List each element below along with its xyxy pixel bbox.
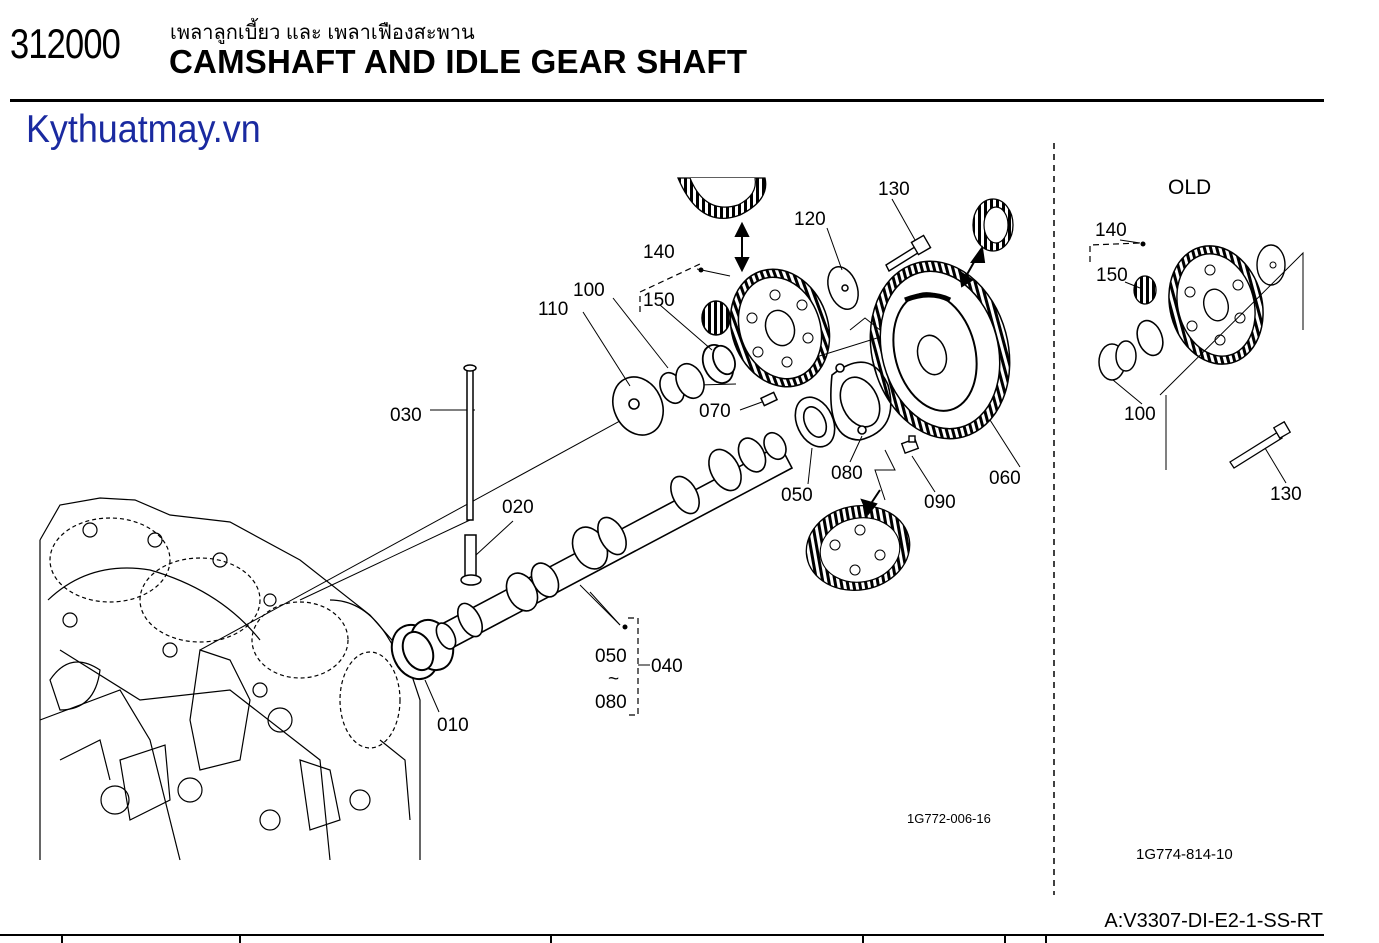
callout-150: 150 (643, 290, 675, 311)
injection-gear-partial (972, 198, 1014, 252)
leader-lines (424, 198, 1021, 713)
old-callout-100: 100 (1124, 404, 1156, 425)
callout-050: 050 (781, 485, 813, 506)
thrust-plate (612, 376, 664, 436)
idle-gear (729, 268, 831, 388)
small-gear (701, 300, 731, 336)
group-bracket-040 (628, 617, 639, 716)
push-rod (460, 364, 482, 586)
gear-bolt (900, 435, 920, 454)
section-number: 312000 (10, 20, 121, 67)
old-assembly (1089, 239, 1304, 484)
callout-010: 010 (437, 715, 469, 736)
callout-060: 060 (989, 468, 1021, 489)
lower-gear-partial (805, 505, 911, 591)
callout-090: 090 (924, 492, 956, 513)
page-title: CAMSHAFT AND IDLE GEAR SHAFT (169, 43, 748, 80)
old-callout-130: 130 (1270, 484, 1302, 505)
ball-bearing (794, 396, 836, 448)
stopper-plate (830, 361, 892, 441)
old-callout-140: 140 (1095, 220, 1127, 241)
camshaft-bushing (390, 618, 455, 681)
ref-main: 1G772-006-16 (907, 811, 991, 826)
cam-gear (869, 260, 1011, 440)
old-label: OLD (1168, 176, 1211, 199)
camshaft (435, 431, 794, 650)
crank-gear-partial (677, 177, 767, 219)
model-code: A:V3307-DI-E2-1-SS-RT (1104, 910, 1323, 932)
callout-030: 030 (390, 405, 422, 426)
watermark: Kythuatmay.vn (26, 108, 261, 151)
callout-tilde: ~ (608, 669, 619, 690)
callout-120: 120 (794, 209, 826, 230)
title-block-lines (0, 934, 1324, 943)
callout-140: 140 (643, 242, 675, 263)
callout-100: 100 (573, 280, 605, 301)
key (759, 391, 779, 407)
callout-dot (698, 267, 704, 273)
mesh-arrows (734, 221, 986, 516)
old-callout-150: 150 (1096, 265, 1128, 286)
ref-old: 1G774-814-10 (1136, 846, 1233, 863)
idle-gear-shaft (659, 362, 705, 405)
idle-gear-bushing (701, 344, 736, 384)
callout-dot (1140, 241, 1146, 247)
header-rule (10, 99, 1324, 102)
callout-110: 110 (538, 299, 568, 320)
callout-080-range: 080 (595, 692, 627, 713)
bolt (885, 234, 932, 273)
title-thai: เพลาลูกเบี้ยว และ เพลาเฟืองสะพาน (170, 22, 475, 44)
callout-080: 080 (831, 463, 863, 484)
callout-020: 020 (502, 497, 534, 518)
callout-130: 130 (878, 179, 910, 200)
engine-block (39, 497, 421, 861)
callout-dot (622, 624, 628, 630)
callout-050-range: 050 (595, 646, 627, 667)
group-bracket-140 (639, 263, 701, 312)
washer (827, 266, 859, 310)
callout-040: 040 (651, 656, 683, 677)
callout-070: 070 (699, 401, 731, 422)
